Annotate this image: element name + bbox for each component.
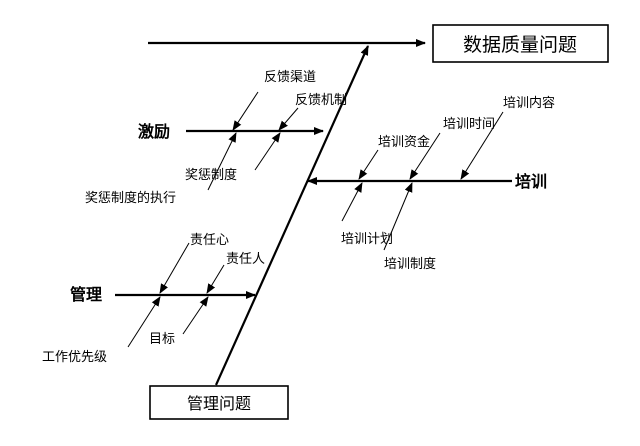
incentive-cause-arrow-reward-execution bbox=[207, 132, 237, 191]
training-cause-time: 培训时间 bbox=[443, 116, 495, 132]
incentive-cause-reward-execution: 奖惩制度的执行 bbox=[85, 190, 176, 206]
management-cause-goal: 目标 bbox=[149, 332, 175, 347]
management-cause-arrow-priority bbox=[127, 296, 161, 348]
management-cause-arrow-responsibility bbox=[159, 242, 190, 294]
problem-label: 数据质量问题 bbox=[463, 34, 577, 56]
root-box bbox=[149, 385, 289, 420]
incentive-cause-arrow-reward-system bbox=[254, 132, 281, 171]
problem-box bbox=[432, 24, 609, 63]
incentive-cause-feedback-channel: 反馈渠道 bbox=[264, 70, 316, 85]
main-diagonal-bone bbox=[214, 45, 370, 386]
incentive-label: 激励 bbox=[138, 122, 170, 141]
training-cause-arrow-plan bbox=[341, 182, 363, 222]
incentive-cause-arrow-feedback-mechanism bbox=[278, 107, 299, 131]
root-box-label: 管理问题 bbox=[187, 394, 251, 413]
incentive-cause-reward-system: 奖惩制度 bbox=[185, 167, 237, 183]
training-label: 培训 bbox=[515, 172, 547, 191]
management-label: 管理 bbox=[70, 285, 102, 304]
incentive-cause-arrow-feedback-channel bbox=[232, 91, 259, 131]
training-cause-plan: 培训计划 bbox=[341, 231, 393, 247]
incentive-cause-feedback-mechanism: 反馈机制 bbox=[295, 93, 347, 108]
management-cause-responsible-person: 责任人 bbox=[226, 252, 265, 267]
training-cause-system: 培训制度 bbox=[384, 256, 436, 272]
training-cause-arrow-content bbox=[460, 111, 504, 180]
training-cause-content: 培训内容 bbox=[503, 95, 555, 111]
training-cause-funding: 培训资金 bbox=[378, 134, 430, 150]
management-cause-arrow-responsible-person bbox=[206, 264, 225, 294]
management-cause-responsibility: 责任心 bbox=[190, 233, 229, 248]
management-cause-arrow-goal bbox=[182, 296, 209, 335]
training-cause-arrow-funding bbox=[358, 149, 379, 180]
management-cause-priority: 工作优先级 bbox=[42, 350, 107, 365]
training-cause-arrow-time bbox=[409, 132, 441, 180]
training-cause-arrow-system bbox=[383, 182, 413, 251]
